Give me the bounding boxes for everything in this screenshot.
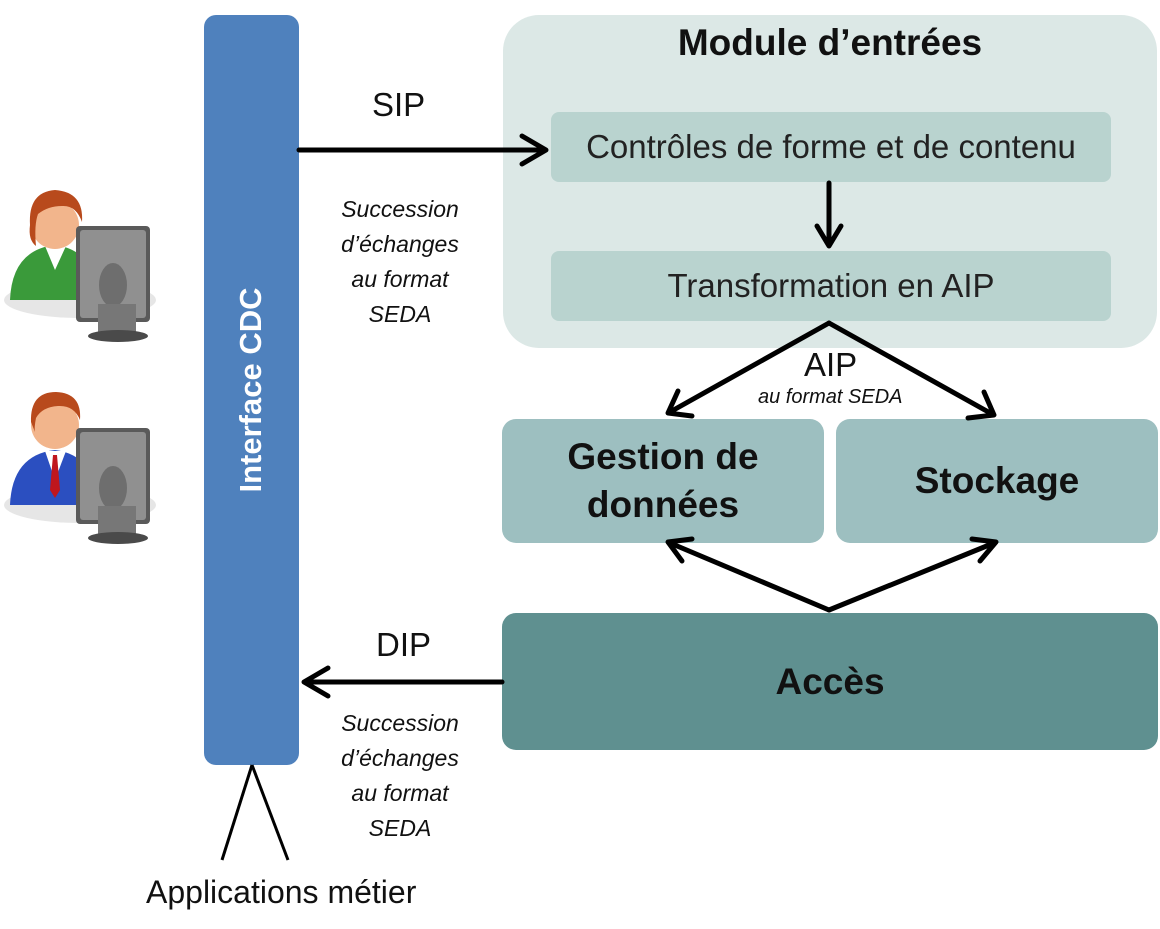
sip-note-line: Succession xyxy=(341,196,459,222)
applications-leg-left xyxy=(220,764,254,861)
aip-label: AIP xyxy=(804,346,858,383)
dip-arrowhead xyxy=(301,665,331,699)
acces-to-stockage-arrowhead xyxy=(969,536,999,564)
dip-label: DIP xyxy=(376,626,432,663)
aip-sublabel: au format SEDA xyxy=(758,386,903,408)
interface-cdc-bar xyxy=(204,15,299,765)
acces-box: Accès xyxy=(502,613,1158,750)
applications-leg-right xyxy=(250,764,290,861)
user-man-computer-icon xyxy=(4,392,156,544)
aip-to-stockage-arrow xyxy=(826,320,995,417)
controles-box: Contrôles de forme et de contenu xyxy=(551,112,1111,182)
dip-note-line: d’échanges xyxy=(341,745,459,771)
transformation-box: Transformation en AIP xyxy=(551,251,1111,321)
dip-note: Succession d’échanges au format SEDA xyxy=(320,706,480,846)
controles-to-transformation-arrowhead xyxy=(814,223,844,249)
stockage-box: Stockage xyxy=(836,419,1158,543)
dip-note-line: SEDA xyxy=(368,815,432,841)
sip-note: Succession d’échanges au format SEDA xyxy=(320,192,480,332)
dip-note-line: au format xyxy=(351,780,449,806)
applications-metier-label: Applications métier xyxy=(146,874,417,910)
sip-arrowhead xyxy=(519,133,549,167)
dip-note-line: Succession xyxy=(341,710,459,736)
aip-to-stockage-arrowhead xyxy=(965,389,997,421)
gestion-label-line2: données xyxy=(586,484,740,525)
acces-to-stockage-arrow xyxy=(826,540,997,613)
user-woman-computer-icon xyxy=(4,190,156,342)
aip-to-gestion-arrow xyxy=(667,320,832,415)
sip-note-line: au format xyxy=(351,266,449,292)
module-entrees-title: Module d’entrées xyxy=(677,22,983,63)
gestion-donnees-box: Gestion de données xyxy=(502,419,824,543)
sip-note-line: SEDA xyxy=(368,301,432,327)
acces-to-gestion-arrowhead xyxy=(665,536,695,564)
gestion-label-line1: Gestion de xyxy=(567,436,759,477)
sip-note-line: d’échanges xyxy=(341,231,459,257)
sip-label: SIP xyxy=(372,86,426,123)
acces-to-gestion-arrow xyxy=(667,540,832,613)
aip-to-gestion-arrowhead xyxy=(665,388,695,419)
